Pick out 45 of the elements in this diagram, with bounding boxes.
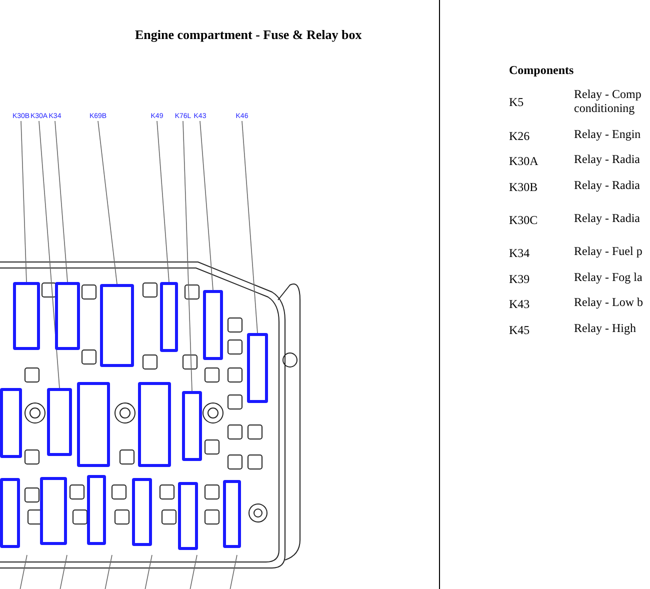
relay-box [55, 282, 80, 350]
component-code: K39 [509, 271, 530, 288]
leader-line [98, 120, 118, 284]
component-code: K5 [509, 94, 524, 111]
component-description: Relay - Fog la [574, 270, 644, 284]
relay-box [13, 282, 40, 350]
component-code: K43 [509, 296, 530, 313]
leader-line [54, 120, 68, 282]
component-code: K26 [509, 128, 530, 145]
relay-box [132, 478, 152, 546]
relay-box [77, 382, 110, 467]
component-code: K45 [509, 322, 530, 339]
relay-box [47, 388, 72, 456]
component-description: Relay - Fuel p [574, 244, 644, 258]
leader-line [242, 120, 258, 334]
component-description: Relay - Radia [574, 178, 641, 192]
relay-box [100, 284, 134, 367]
leader-line [156, 120, 170, 282]
component-description: Relay - Radia [574, 211, 641, 225]
component-code: K30C [509, 212, 538, 229]
component-code: K30B [509, 179, 538, 196]
relay-box [0, 478, 20, 548]
relay-box [247, 333, 268, 403]
title: Engine compartment - Fuse & Relay box [135, 26, 362, 44]
relay-box [160, 282, 178, 352]
component-code: K30A [509, 153, 538, 170]
relay-box [40, 477, 67, 545]
leader-line [200, 120, 214, 290]
relay-box [87, 475, 106, 545]
relay-box [223, 480, 241, 548]
component-description: Relay - High [574, 321, 637, 335]
component-description: Relay - Radia [574, 152, 641, 166]
relay-box [138, 382, 171, 467]
relay-box [178, 482, 198, 550]
relay-box [182, 391, 202, 461]
component-code: K34 [509, 245, 530, 262]
table-heading: Components [509, 62, 574, 79]
component-description: Relay - Engin [574, 127, 642, 141]
relay-box [0, 388, 22, 458]
relay-box [203, 290, 223, 360]
component-description: Relay - Low b [574, 295, 644, 309]
component-description: Relay - Comp conditioning [574, 87, 642, 115]
leader-line [20, 120, 27, 282]
leader-line [38, 120, 60, 388]
leader-line [182, 120, 192, 392]
